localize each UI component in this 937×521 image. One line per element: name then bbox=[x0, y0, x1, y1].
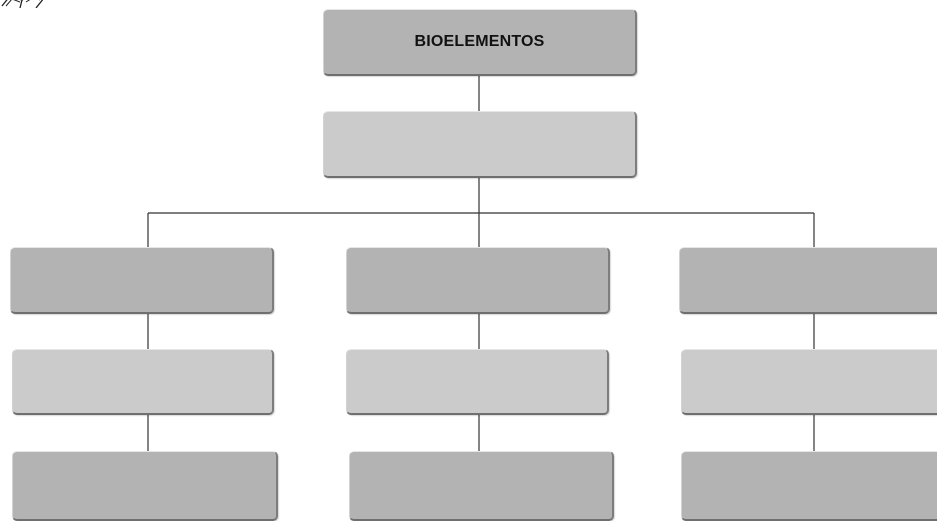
book-logo-icon bbox=[1, 0, 44, 8]
level1-box bbox=[323, 111, 637, 178]
col2-box-1 bbox=[346, 247, 610, 314]
col1-box-2 bbox=[12, 349, 274, 415]
col1-box-3 bbox=[12, 451, 278, 521]
col2-box-2 bbox=[346, 349, 609, 415]
root-label: BIOELEMENTOS bbox=[414, 33, 545, 50]
col1-box-1 bbox=[10, 247, 274, 314]
col3-box-1 bbox=[679, 247, 937, 314]
col3-box-2 bbox=[681, 349, 937, 415]
col2-box-3 bbox=[349, 451, 614, 521]
root-box: BIOELEMENTOS bbox=[323, 9, 637, 76]
col3-box-3 bbox=[681, 451, 937, 521]
